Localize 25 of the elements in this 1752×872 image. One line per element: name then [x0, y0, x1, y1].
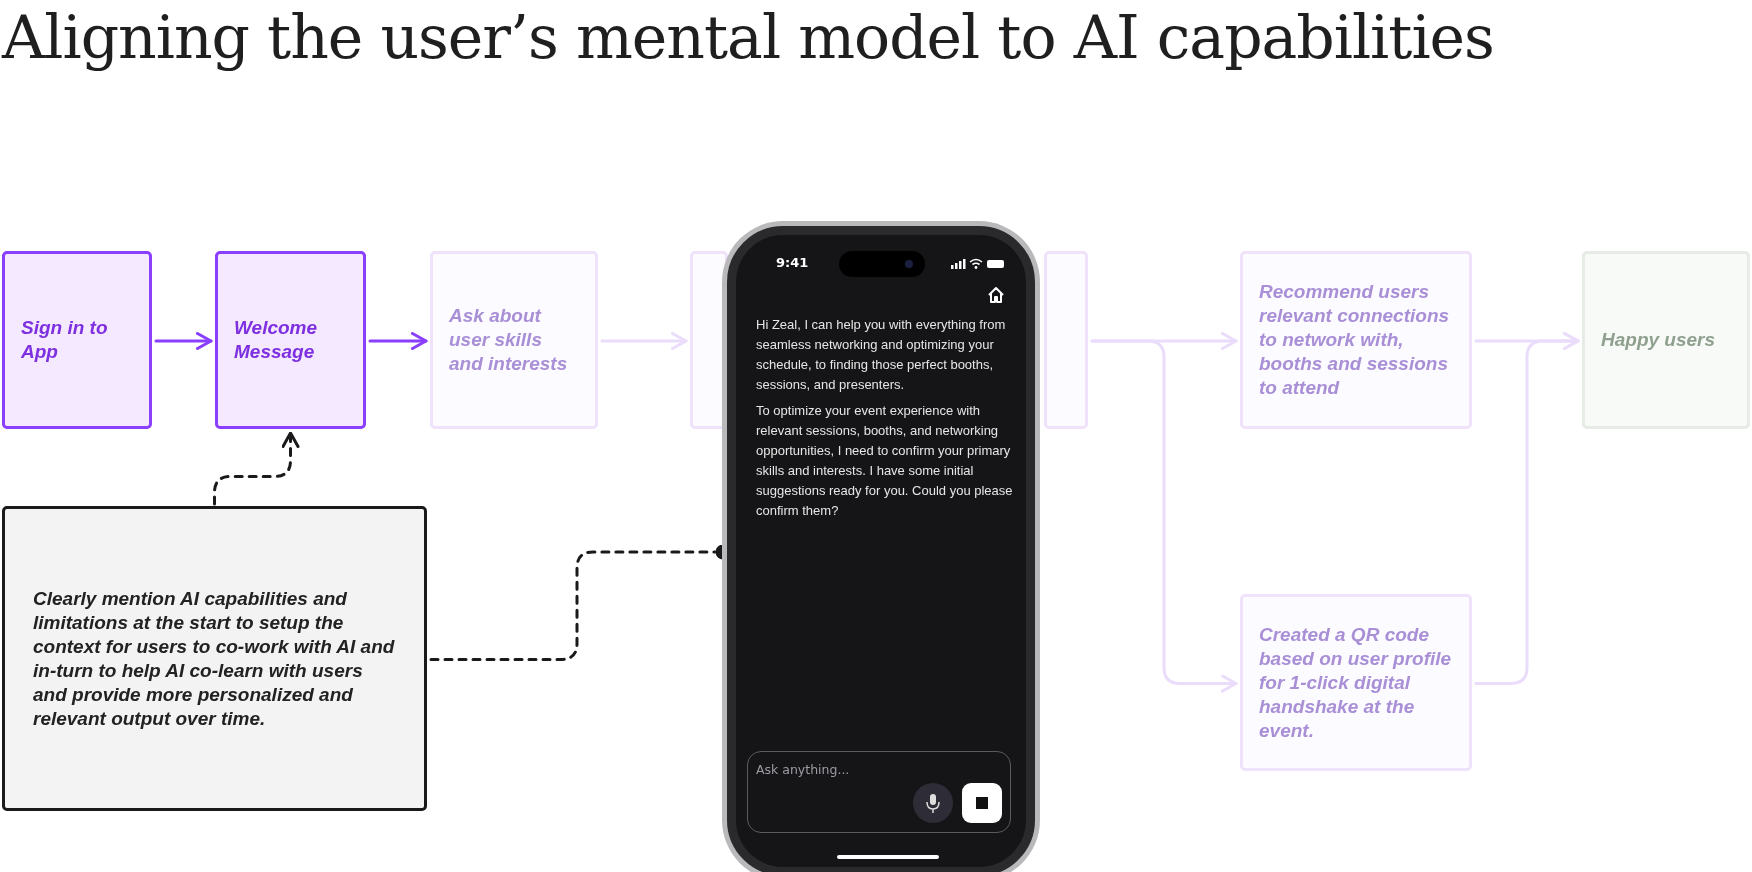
step-label: Sign in to App: [21, 316, 109, 364]
arrow: [1090, 339, 1238, 693]
process-box: [1582, 251, 1750, 429]
chat-message: Hi Zeal, I can help you with everything from seamless networking and optimizing your schedule, to finding those perfect booths, sessions, and presenters.: [756, 316, 1007, 394]
step-label: Happy users: [1601, 328, 1717, 352]
arrow: [1474, 332, 1580, 685]
step-label: Recommend users relevant connections to network with, booths and sessions to attend: [1259, 280, 1451, 400]
process-box: [2, 251, 152, 429]
title: Aligning the user’s mental model to AI capabilities: [2, 2, 1494, 72]
step-label: Welcome Message: [234, 316, 319, 364]
status-time: 9:41: [776, 255, 809, 270]
step-label: Ask about user skills and interests: [449, 304, 569, 376]
process-box: [430, 251, 598, 429]
note-box: [2, 506, 427, 811]
process-box: [1240, 594, 1472, 771]
note-text: Clearly mention AI capabilities and limitations at the start to setup the context for users to co-work with AI and in-turn to help AI co-learn with users and provide more personalized and relevant output over time.: [33, 586, 396, 731]
process-box: [1044, 251, 1088, 429]
chat-message: To optimize your event experience with relevant sessions, booths, and networking opportunities, I need to confirm your primary skills and interests. I have some initial suggestions ready for you. Could you please confirm them?: [756, 402, 1014, 520]
process-box: [1240, 251, 1472, 429]
dashed-connector: [213, 431, 300, 506]
process-box: [215, 251, 366, 429]
step-label: Created a QR code based on user profile for 1-click digital handshake at the event.: [1259, 622, 1453, 743]
arrow: [600, 332, 688, 350]
arrow: [368, 332, 428, 350]
arrow: [154, 332, 213, 350]
